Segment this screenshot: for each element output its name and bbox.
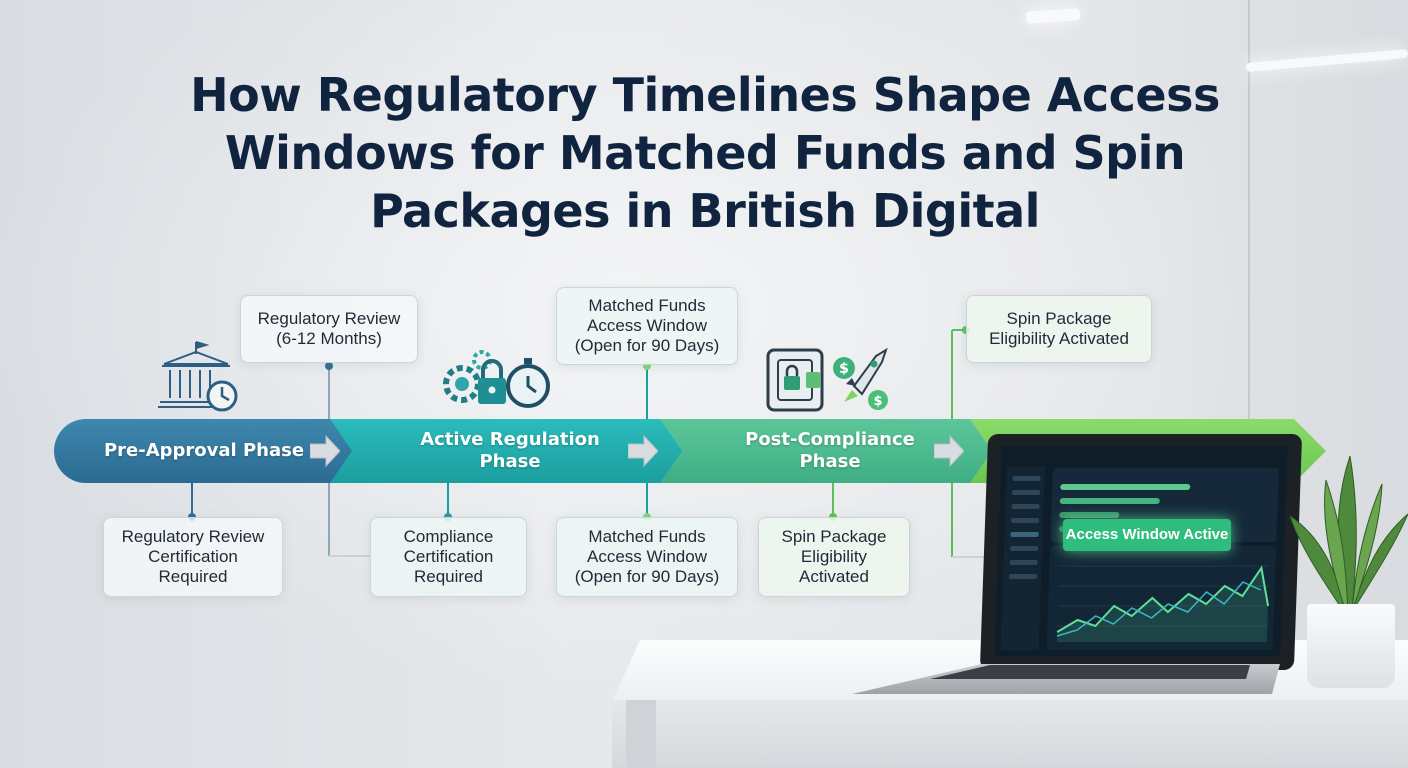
phase-label: Pre-Approval Phase (103, 440, 305, 461)
box-text: Regulatory Review (6-12 Months) (257, 309, 401, 348)
screen-sidebar-item (1010, 532, 1039, 537)
phase-band-pre-approval: Pre-Approval Phase (54, 419, 354, 483)
desk-front (612, 700, 1408, 768)
box-text: Matched Funds Access Window (Open for 90… (574, 296, 720, 355)
screen-sidebar-item (1011, 490, 1041, 495)
plant-pot (1307, 604, 1395, 688)
chevron-arrow-icon (628, 434, 658, 468)
top-box-matched-funds: Matched Funds Access Window (Open for 90… (556, 287, 738, 365)
desk-leg (626, 700, 656, 768)
chevron-arrow-icon (934, 434, 964, 468)
screen-progress-bar (1060, 484, 1191, 490)
bottom-box-spin-package: Spin Package Eligibility Activated (758, 517, 910, 597)
government-building-clock-icon (158, 341, 238, 412)
laptop-screen (994, 446, 1288, 656)
bottom-box-certification: Regulatory Review Certification Required (103, 517, 283, 597)
connector-dot (325, 362, 333, 370)
screen-sidebar-item (1010, 518, 1040, 523)
vault-money-rocket-icon: $ $ (766, 347, 888, 412)
screen-chart-svg (1056, 565, 1270, 642)
phase-label: Active Regulation Phase (420, 429, 600, 472)
phase-label: Post-Compliance Phase (745, 429, 915, 472)
screen-line-chart (1046, 546, 1277, 650)
bottom-box-matched-funds: Matched Funds Access Window (Open for 90… (556, 517, 738, 597)
plant-leaves-icon (1290, 456, 1408, 612)
screen-sidebar-item (1012, 476, 1041, 481)
wall-corner (1248, 0, 1250, 640)
laptop-keyboard (930, 665, 1250, 679)
screen-sidebar-item (1009, 574, 1038, 579)
svg-text:$: $ (839, 361, 849, 377)
box-text: Matched Funds Access Window (Open for 90… (574, 527, 720, 586)
screen-progress-bar (1059, 512, 1120, 518)
screen-sidebar-item (1009, 560, 1038, 565)
box-text: Compliance Certification Required (403, 527, 494, 586)
access-window-active-badge: Access Window Active (1063, 519, 1231, 551)
svg-text:$: $ (873, 394, 882, 409)
box-text: Spin Package Eligibility Activated (989, 309, 1129, 348)
screen-sidebar (1000, 466, 1045, 650)
screen-sidebar-item (1011, 504, 1040, 509)
page-title: How Regulatory Timelines Shape Access Wi… (190, 68, 1220, 238)
screen-progress-bar (1059, 498, 1160, 504)
box-text: Regulatory Review Certification Required (121, 527, 265, 586)
bottom-box-compliance: Compliance Certification Required (370, 517, 527, 597)
gears-lock-stopwatch-icon (443, 350, 550, 408)
top-box-regulatory-review: Regulatory Review (6-12 Months) (240, 295, 418, 363)
top-box-spin-package: Spin Package Eligibility Activated (966, 295, 1152, 363)
box-text: Spin Package Eligibility Activated (781, 527, 887, 586)
chevron-arrow-icon (310, 434, 340, 468)
screen-sidebar-item (1010, 546, 1039, 551)
